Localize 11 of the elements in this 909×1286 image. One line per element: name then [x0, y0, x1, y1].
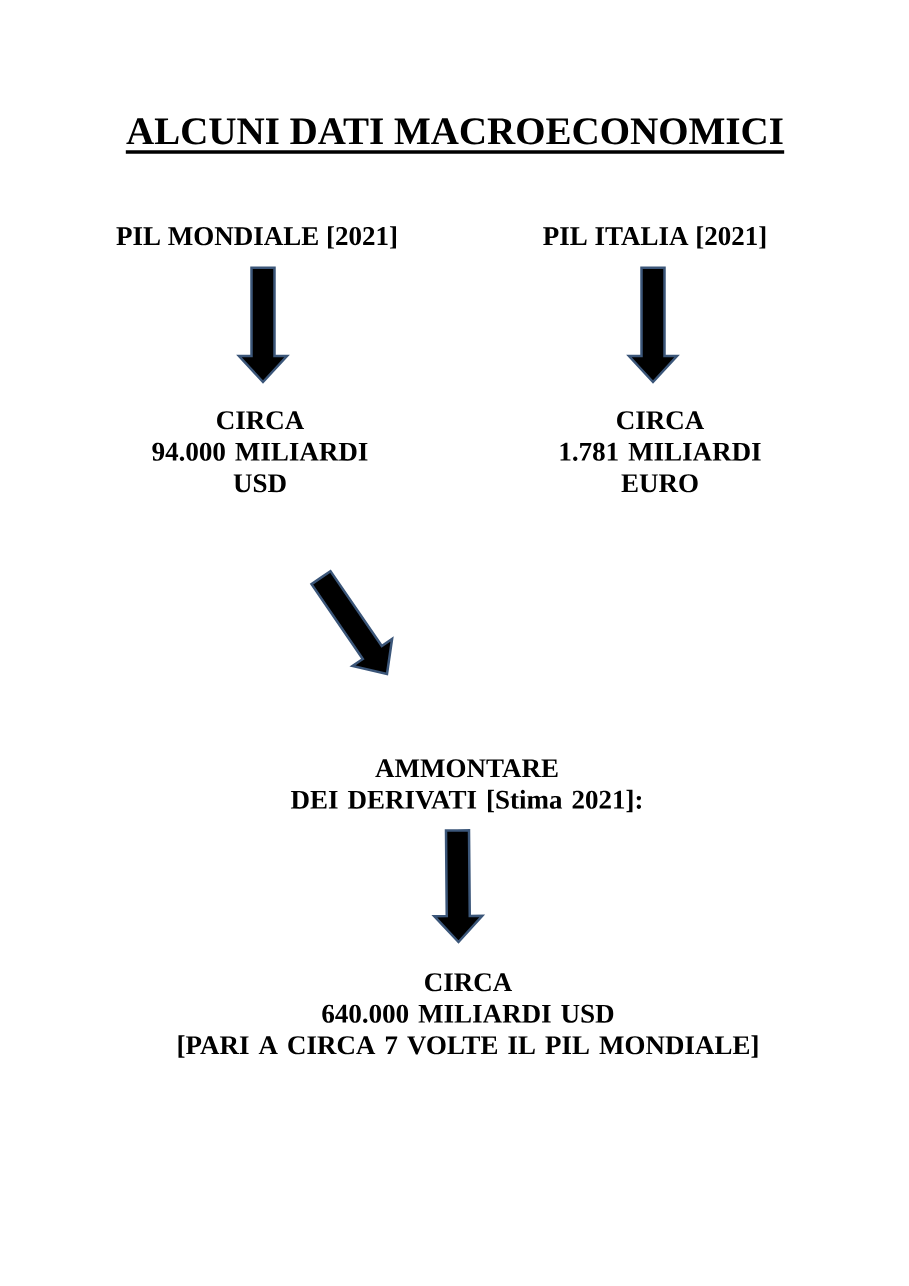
heading-label: PIL MONDIALE [2021]: [116, 226, 396, 249]
value-label: CIRCA 1.781 MILIARDI EURO: [560, 411, 761, 493]
block-arrow: [626, 266, 680, 384]
value-label: CIRCA 94.000 MILIARDI USD: [152, 411, 368, 493]
block-arrow: [309, 569, 394, 676]
block-arrow: [236, 266, 290, 384]
title: ALCUNI DATI MACROECONOMICI: [125, 118, 785, 154]
block-arrow: [431, 829, 486, 944]
heading-label: AMMONTARE DEI DERIVATI [Stima 2021]:: [290, 759, 642, 813]
value-label: CIRCA 640.000 MILIARDI USD [PARI A CIRCA 7 VOLTE IL PIL MONDIALE]: [178, 973, 758, 1058]
heading-label: PIL ITALIA [2021]: [543, 226, 766, 249]
